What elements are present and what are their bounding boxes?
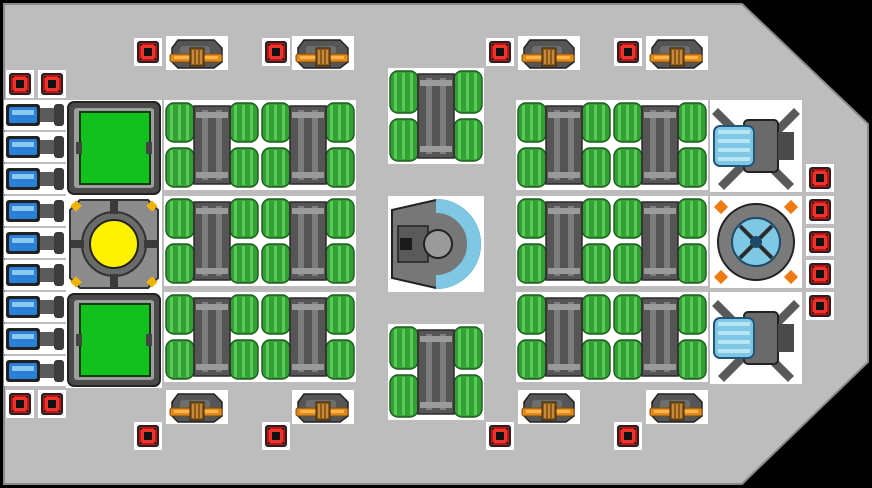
fuel-tank-icon[interactable]	[516, 292, 612, 382]
thruster-icon[interactable]	[4, 324, 68, 354]
armor-block-icon[interactable]	[6, 70, 34, 98]
turret-icon[interactable]	[292, 390, 354, 424]
thruster-icon[interactable]	[4, 132, 68, 162]
armor-block-icon[interactable]	[262, 38, 290, 66]
armor-block-icon[interactable]	[486, 38, 514, 66]
fuel-tank-icon[interactable]	[164, 196, 260, 286]
fuel-tank-icon[interactable]	[612, 292, 708, 382]
thruster-icon[interactable]	[4, 164, 68, 194]
fuel-tank-icon[interactable]	[388, 324, 484, 420]
thruster-icon[interactable]	[4, 292, 68, 322]
turret-icon[interactable]	[518, 390, 580, 424]
fuel-tank-icon[interactable]	[260, 196, 356, 286]
turret-icon[interactable]	[518, 36, 580, 70]
turret-icon[interactable]	[292, 36, 354, 70]
thruster-icon[interactable]	[4, 260, 68, 290]
cockpit-icon[interactable]	[388, 196, 484, 292]
thruster-icon[interactable]	[4, 356, 68, 386]
armor-block-icon[interactable]	[38, 70, 66, 98]
armor-block-icon[interactable]	[614, 38, 642, 66]
thruster-icon[interactable]	[4, 100, 68, 130]
turret-icon[interactable]	[646, 390, 708, 424]
power-core-icon[interactable]	[710, 196, 802, 288]
armor-block-icon[interactable]	[6, 390, 34, 418]
reactor-icon[interactable]	[66, 196, 162, 292]
fuel-tank-icon[interactable]	[164, 292, 260, 382]
fuel-tank-icon[interactable]	[260, 292, 356, 382]
armor-block-icon[interactable]	[806, 164, 834, 192]
cargo-bay-icon[interactable]	[66, 292, 162, 388]
engine-icon[interactable]	[710, 100, 802, 192]
cargo-bay-icon[interactable]	[66, 100, 162, 196]
turret-icon[interactable]	[166, 390, 228, 424]
fuel-tank-icon[interactable]	[612, 196, 708, 286]
armor-block-icon[interactable]	[38, 390, 66, 418]
engine-icon[interactable]	[710, 292, 802, 384]
armor-block-icon[interactable]	[486, 422, 514, 450]
armor-block-icon[interactable]	[806, 260, 834, 288]
armor-block-icon[interactable]	[134, 422, 162, 450]
armor-block-icon[interactable]	[806, 196, 834, 224]
thruster-icon[interactable]	[4, 196, 68, 226]
armor-block-icon[interactable]	[806, 292, 834, 320]
fuel-tank-icon[interactable]	[260, 100, 356, 190]
fuel-tank-icon[interactable]	[516, 196, 612, 286]
armor-block-icon[interactable]	[134, 38, 162, 66]
fuel-tank-icon[interactable]	[388, 68, 484, 164]
armor-block-icon[interactable]	[262, 422, 290, 450]
turret-icon[interactable]	[166, 36, 228, 70]
fuel-tank-icon[interactable]	[164, 100, 260, 190]
turret-icon[interactable]	[646, 36, 708, 70]
thruster-icon[interactable]	[4, 228, 68, 258]
armor-block-icon[interactable]	[614, 422, 642, 450]
armor-block-icon[interactable]	[806, 228, 834, 256]
fuel-tank-icon[interactable]	[516, 100, 612, 190]
fuel-tank-icon[interactable]	[612, 100, 708, 190]
